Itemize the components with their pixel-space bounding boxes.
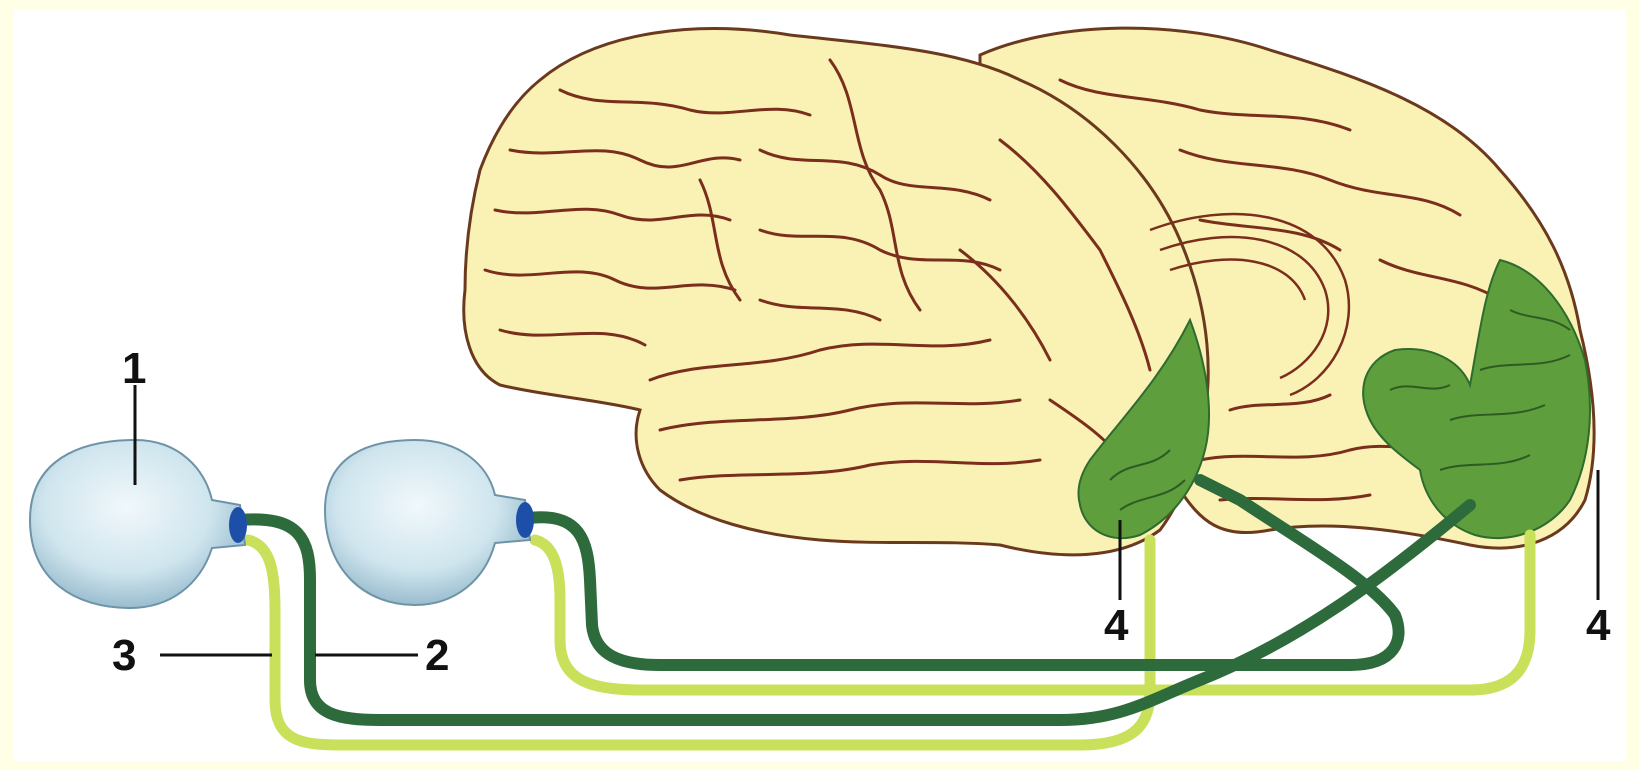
eyeball-icon — [325, 440, 530, 605]
label-eye: 1 — [122, 344, 146, 393]
label-visual-cortex-left: 4 — [1104, 601, 1129, 650]
label-nerve-crossing: 2 — [425, 631, 449, 680]
label-nerve-uncrossed: 3 — [112, 631, 136, 680]
eye-right — [325, 440, 534, 605]
eye-left — [30, 440, 247, 608]
optic-disc-left — [229, 507, 247, 543]
optic-disc-right — [516, 502, 534, 538]
label-visual-cortex-right: 4 — [1586, 601, 1611, 650]
eyeball-icon — [30, 440, 245, 608]
